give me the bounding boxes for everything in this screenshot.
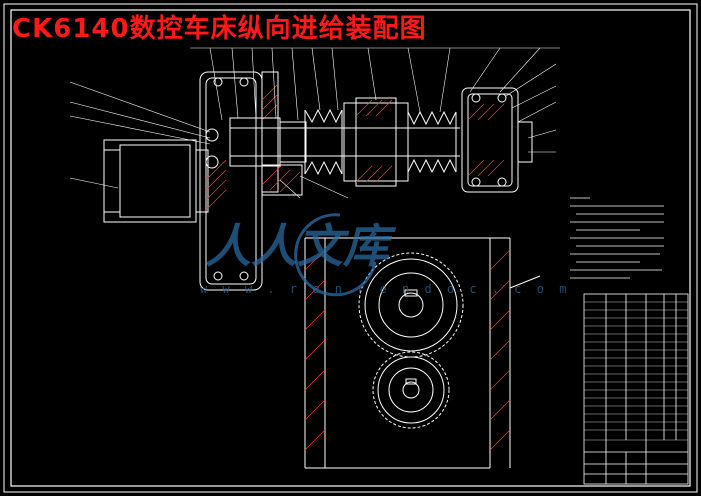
leader-lines-right <box>279 63 557 199</box>
outer-border <box>3 3 698 493</box>
title-block <box>584 440 688 484</box>
bracket-hatch <box>205 83 301 211</box>
bracket-bolts <box>205 77 249 281</box>
ball-nut <box>343 97 409 187</box>
servo-motor <box>103 139 209 223</box>
side-view-hatch <box>304 249 511 451</box>
motor-bracket <box>199 71 303 291</box>
watermark-logo <box>294 213 377 297</box>
small-gear <box>372 351 450 429</box>
leader-lines-top <box>190 47 560 121</box>
watermark-url: w w w . r e n r e n d o c . c o m <box>200 282 571 296</box>
leader-lines-left <box>69 81 211 189</box>
inner-border <box>10 9 691 487</box>
parts-list-rows <box>584 301 688 441</box>
drawing-title: CK6140数控车床纵向进给装配图 <box>12 14 427 44</box>
bellows-left <box>304 108 343 176</box>
side-view-housing <box>304 237 541 469</box>
technical-notes <box>570 197 664 279</box>
lead-screw <box>229 117 460 167</box>
bellows-right <box>407 110 457 174</box>
bearing-support <box>461 87 533 193</box>
bearing-hatch <box>467 103 505 177</box>
watermark-logo-text: 人人文库 <box>205 219 397 273</box>
parts-list-table <box>583 293 689 485</box>
ball-nut-hatch <box>355 99 393 183</box>
